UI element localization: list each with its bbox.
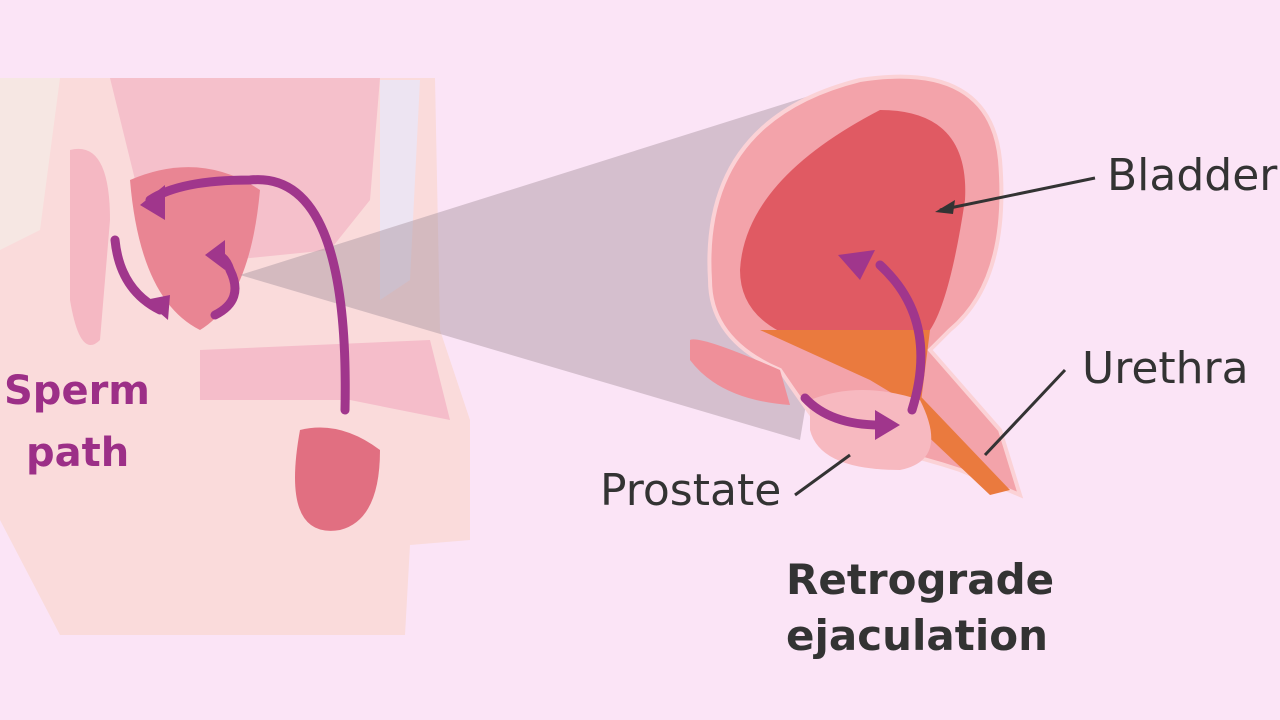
sperm-path-label: Sperm path: [4, 360, 150, 484]
bladder-illustration: [690, 74, 1024, 499]
retrograde-arrows: [800, 260, 926, 430]
label-prostate: Prostate: [600, 465, 782, 516]
arrow-head-right: [875, 410, 900, 440]
title-line2: ejaculation: [786, 611, 1048, 660]
title-line1: Retrograde: [786, 555, 1055, 604]
sperm-path-line2: path: [26, 430, 130, 476]
arrow-head-up: [838, 250, 875, 280]
arrow-heads: [140, 185, 225, 320]
label-bladder: Bladder: [1107, 150, 1278, 201]
label-pointers: [794, 176, 1096, 497]
pelvis-cross-section: [0, 78, 470, 635]
label-urethra: Urethra: [1082, 343, 1249, 394]
diagram-title: Retrograde ejaculation: [786, 552, 1054, 664]
sperm-path-line1: Sperm: [4, 368, 150, 414]
